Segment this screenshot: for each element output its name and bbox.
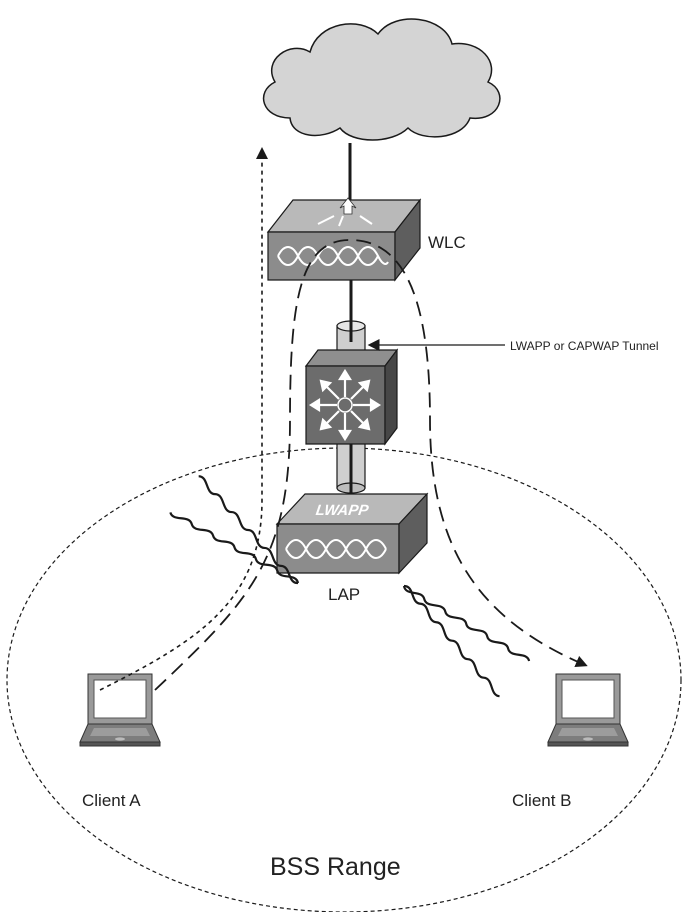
wireless-signal-left (169, 475, 300, 585)
client-a-label: Client A (82, 791, 141, 810)
bss-range-label: BSS Range (270, 853, 401, 881)
wireless-lan-controller-icon (266, 197, 422, 282)
client-a-laptop-icon (79, 673, 161, 747)
client-a-to-client-b-path (154, 239, 588, 691)
tunnel-label: LWAPP or CAPWAP Tunnel (510, 339, 659, 353)
client-b-label: Client B (512, 791, 572, 810)
network-cloud-icon (263, 18, 501, 141)
lap-device-text: LWAPP (315, 502, 371, 519)
multilayer-switch-icon (304, 348, 399, 446)
client-a-to-internet-path (99, 147, 268, 691)
lap-label: LAP (328, 585, 360, 604)
lightweight-access-point-icon: LWAPP (275, 492, 429, 575)
wireless-signal-right (402, 584, 531, 698)
client-b-laptop-icon (547, 673, 629, 747)
wlc-label: WLC (428, 233, 466, 252)
